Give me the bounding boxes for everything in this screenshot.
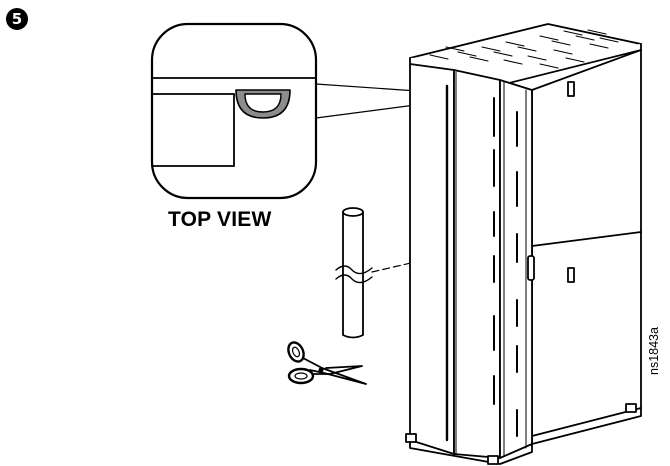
rack-foot-left xyxy=(405,433,417,443)
scissors-icon xyxy=(287,341,367,385)
rack-foot-right xyxy=(625,403,637,413)
step-number-badge: 5 xyxy=(6,8,28,30)
rack-foot-center xyxy=(487,455,499,465)
side-panel-latch-upper xyxy=(567,81,575,97)
top-view-seal-slot xyxy=(244,93,282,113)
top-view-label: TOP VIEW xyxy=(168,208,272,231)
side-panel-latch-lower xyxy=(567,267,575,283)
door-handle xyxy=(527,255,535,281)
top-view-inset xyxy=(150,22,447,200)
side-panel-split xyxy=(531,231,642,247)
rack-cabinet xyxy=(405,23,642,465)
figure-id: ns1843a xyxy=(647,327,661,375)
